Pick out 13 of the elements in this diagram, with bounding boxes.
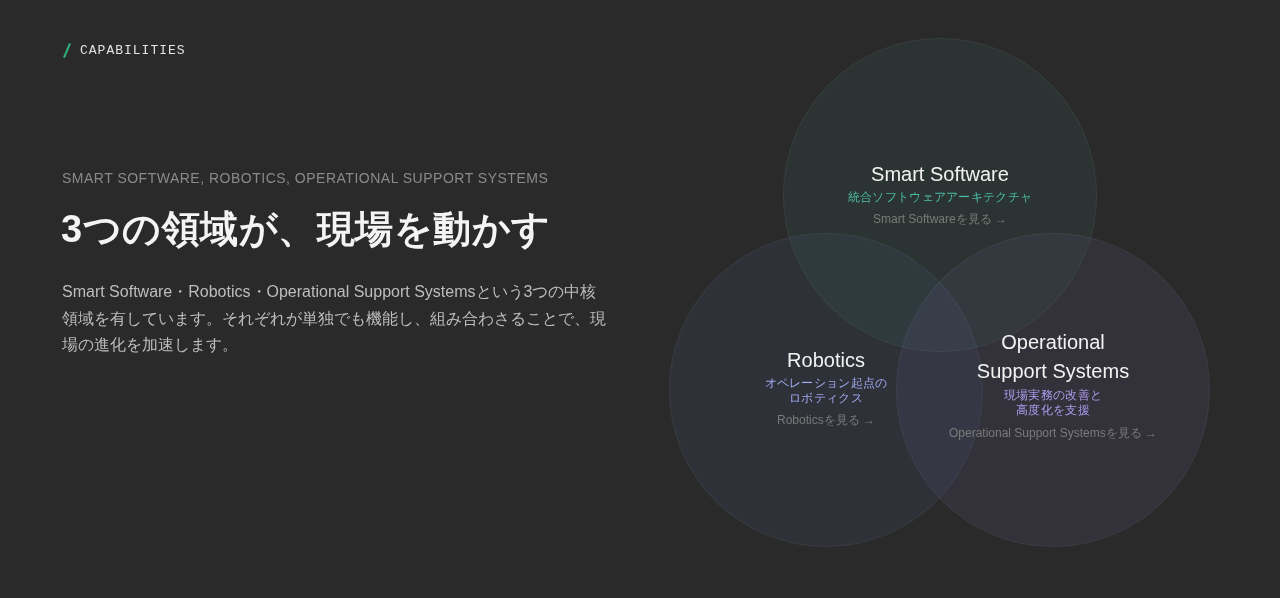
section-label: CAPABILITIES [80,43,186,59]
circle-title: Robotics [787,348,865,373]
circle-title: Smart Software [871,162,1009,187]
circle-subtitle: オペレーション起点のロボティクス [763,376,889,406]
circle-title: Operational Support Systems [975,330,1131,384]
eyebrow-text: SMART SOFTWARE, ROBOTICS, OPERATIONAL SUPPORT SYSTEMS [62,170,549,187]
view-link: Operational Support Systemsを見る → [948,425,1158,441]
body-paragraph: Smart Software・Robotics・Operational Support Systemsという3つの中核領域を有しています。それぞれが単独でも機能し、組み合わさることで、現場の進化を加速します。 [62,282,607,355]
view-link: Roboticsを見る → [777,412,875,428]
view-link: Smart Softwareを見る → [873,211,1007,227]
circle-subtitle: 現場実務の改善と高度化を支援 [1002,388,1104,418]
circle-subtitle: 統合ソフトウェアアーキテクチャ [847,190,1033,205]
heading: 3つの領域が、現場を動かす [61,207,551,252]
